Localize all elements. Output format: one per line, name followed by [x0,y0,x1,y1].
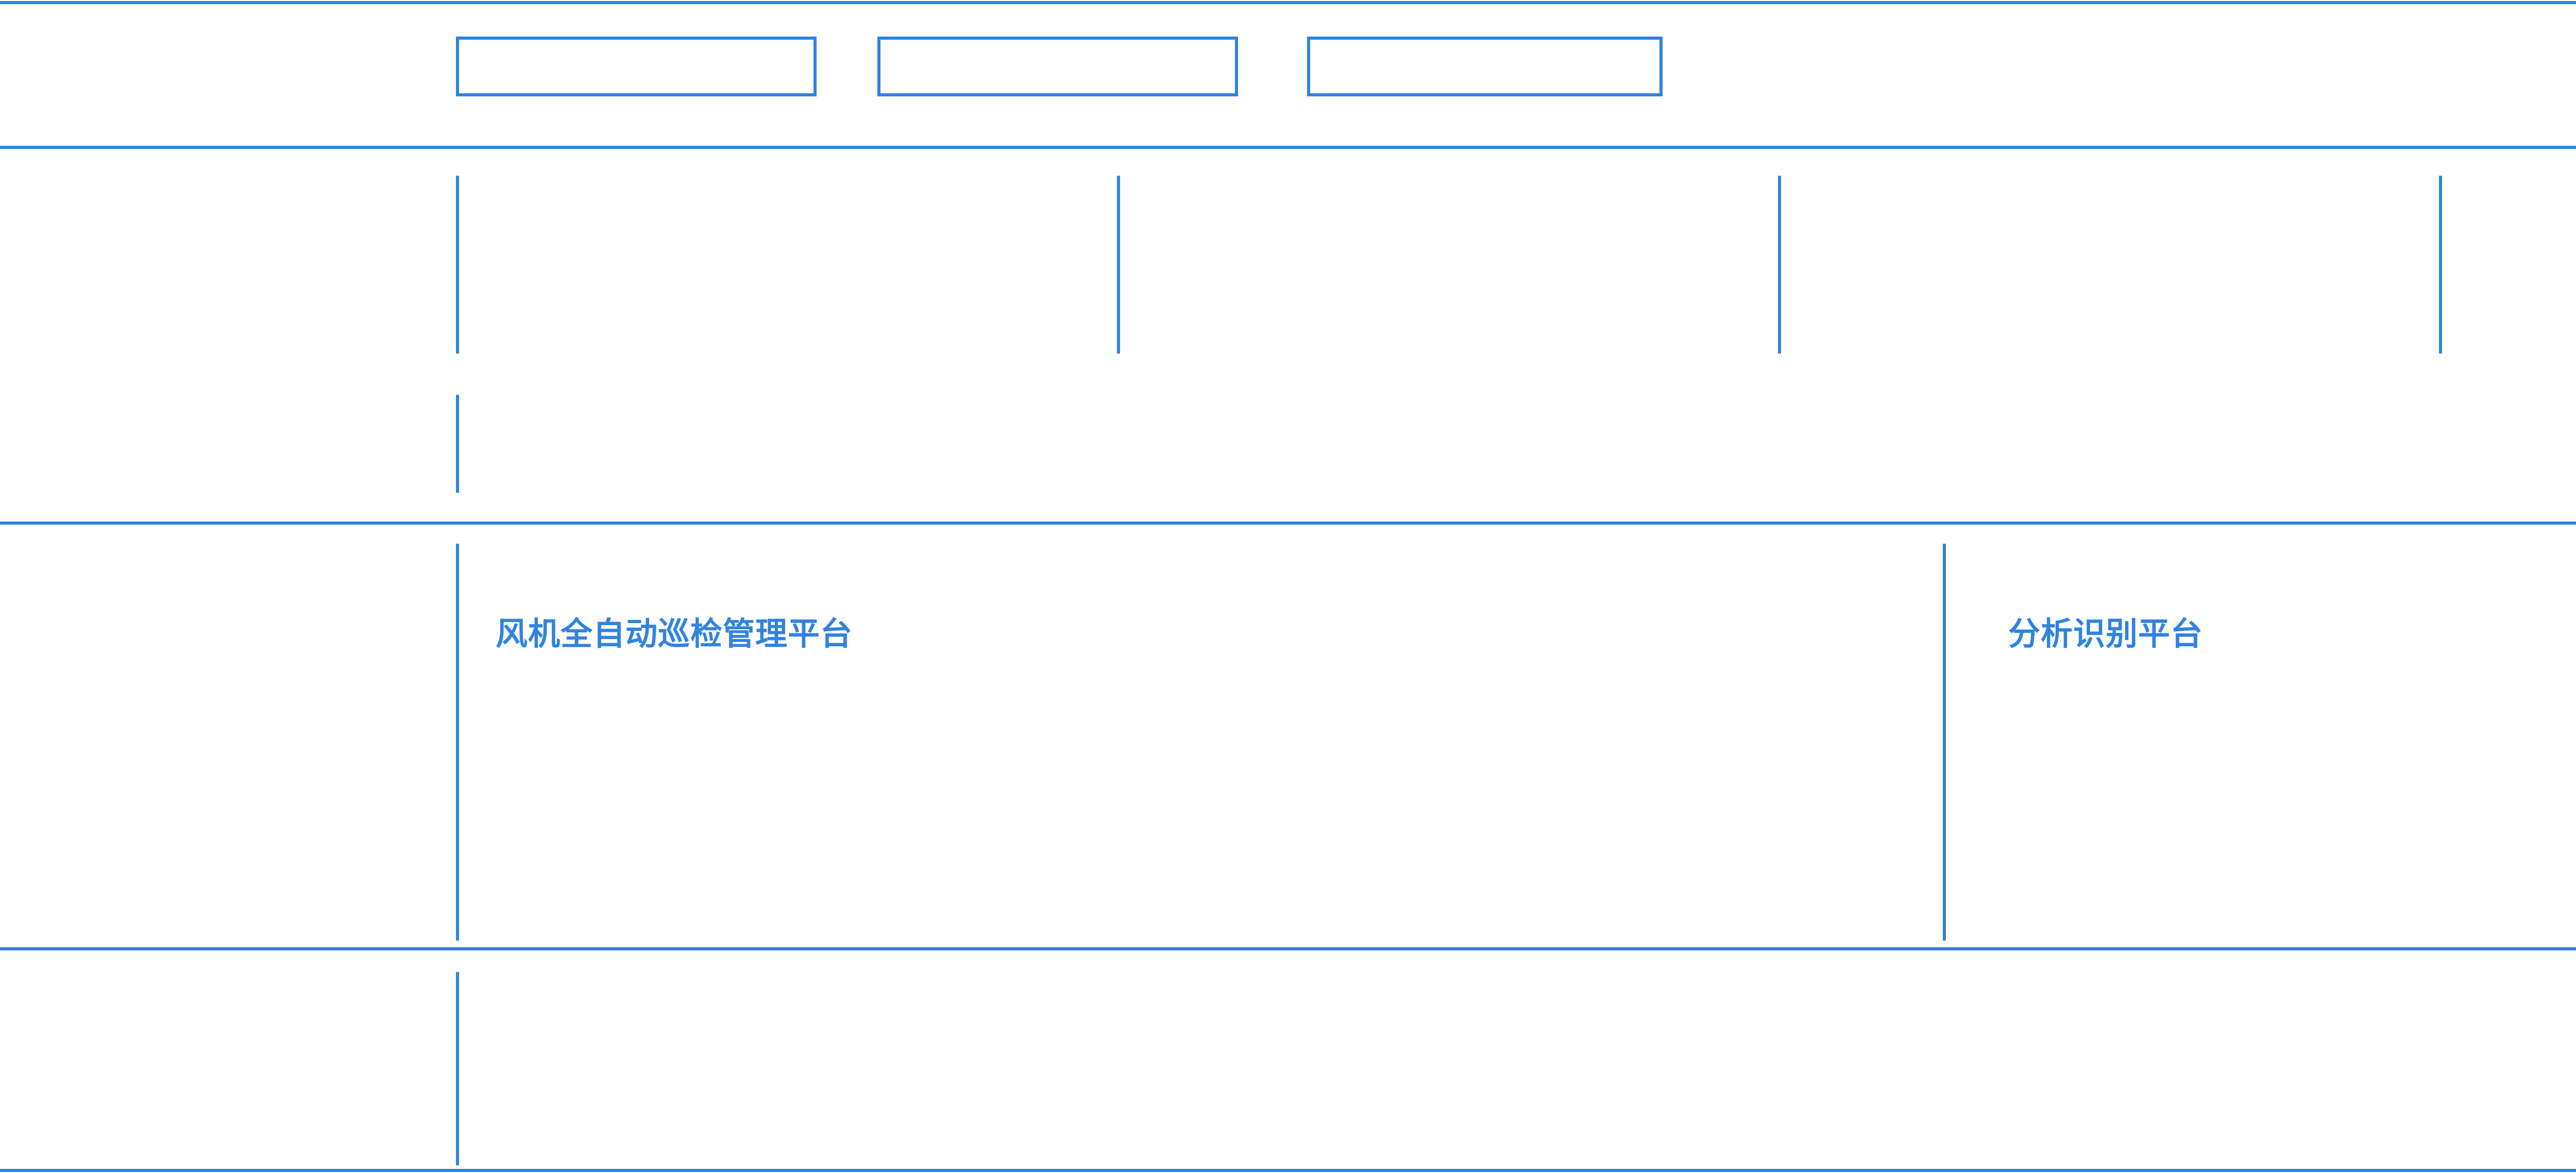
row-1-divider-3 [1778,176,1781,354]
hrule-above-platforms [0,522,2576,525]
hrule-top [0,1,2576,4]
row-3-col-1[interactable] [459,544,1943,941]
row-1-divider-4 [2439,176,2442,354]
row-1-divider-2 [1117,176,1120,354]
header-box-3[interactable] [1307,37,1663,96]
platform-inspection-title: 风机全自动巡检管理平台 [496,616,853,652]
row-4-divider-1 [456,972,459,1165]
platform-analysis-title: 分析识别平台 [2008,616,2204,652]
row-2-divider-1 [456,395,459,493]
row-3-col-2[interactable] [1946,544,2576,941]
row-4-col-1[interactable] [459,972,2576,1165]
row-3-divider-1 [456,544,459,941]
hrule-below-platforms [0,947,2576,950]
hrule-bottom [0,1169,2576,1172]
row-1-col-3[interactable] [1781,176,2439,354]
row-1-divider-1 [456,176,459,354]
row-2-col-1[interactable] [459,395,2576,493]
row-1-col-4[interactable] [2442,176,2576,354]
header-box-1[interactable] [456,37,817,96]
row-3-divider-2 [1943,544,1946,941]
hrule-below-header [0,146,2576,149]
row-1-col-2[interactable] [1120,176,1778,354]
row-1-col-1[interactable] [459,176,1117,354]
header-box-2[interactable] [877,37,1238,96]
